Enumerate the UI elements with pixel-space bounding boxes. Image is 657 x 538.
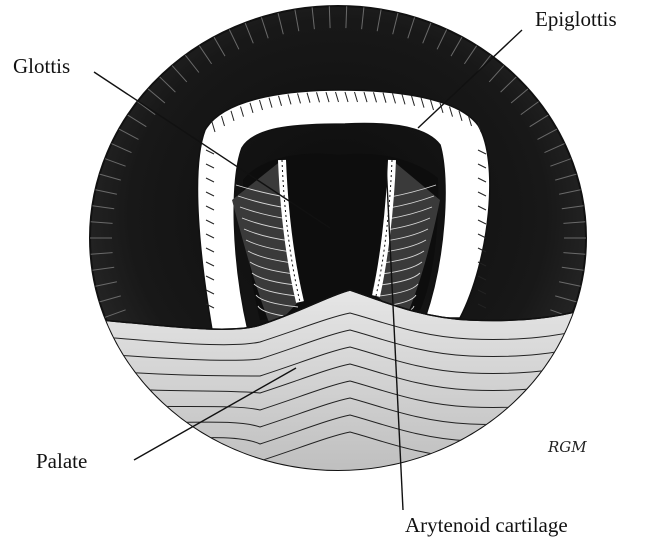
label-arytenoid-cartilage: Arytenoid cartilage [405,513,568,537]
label-glottis: Glottis [13,54,70,78]
label-epiglottis: Epiglottis [535,7,617,31]
artist-signature: RGM [547,438,587,456]
label-palate: Palate [36,449,87,473]
